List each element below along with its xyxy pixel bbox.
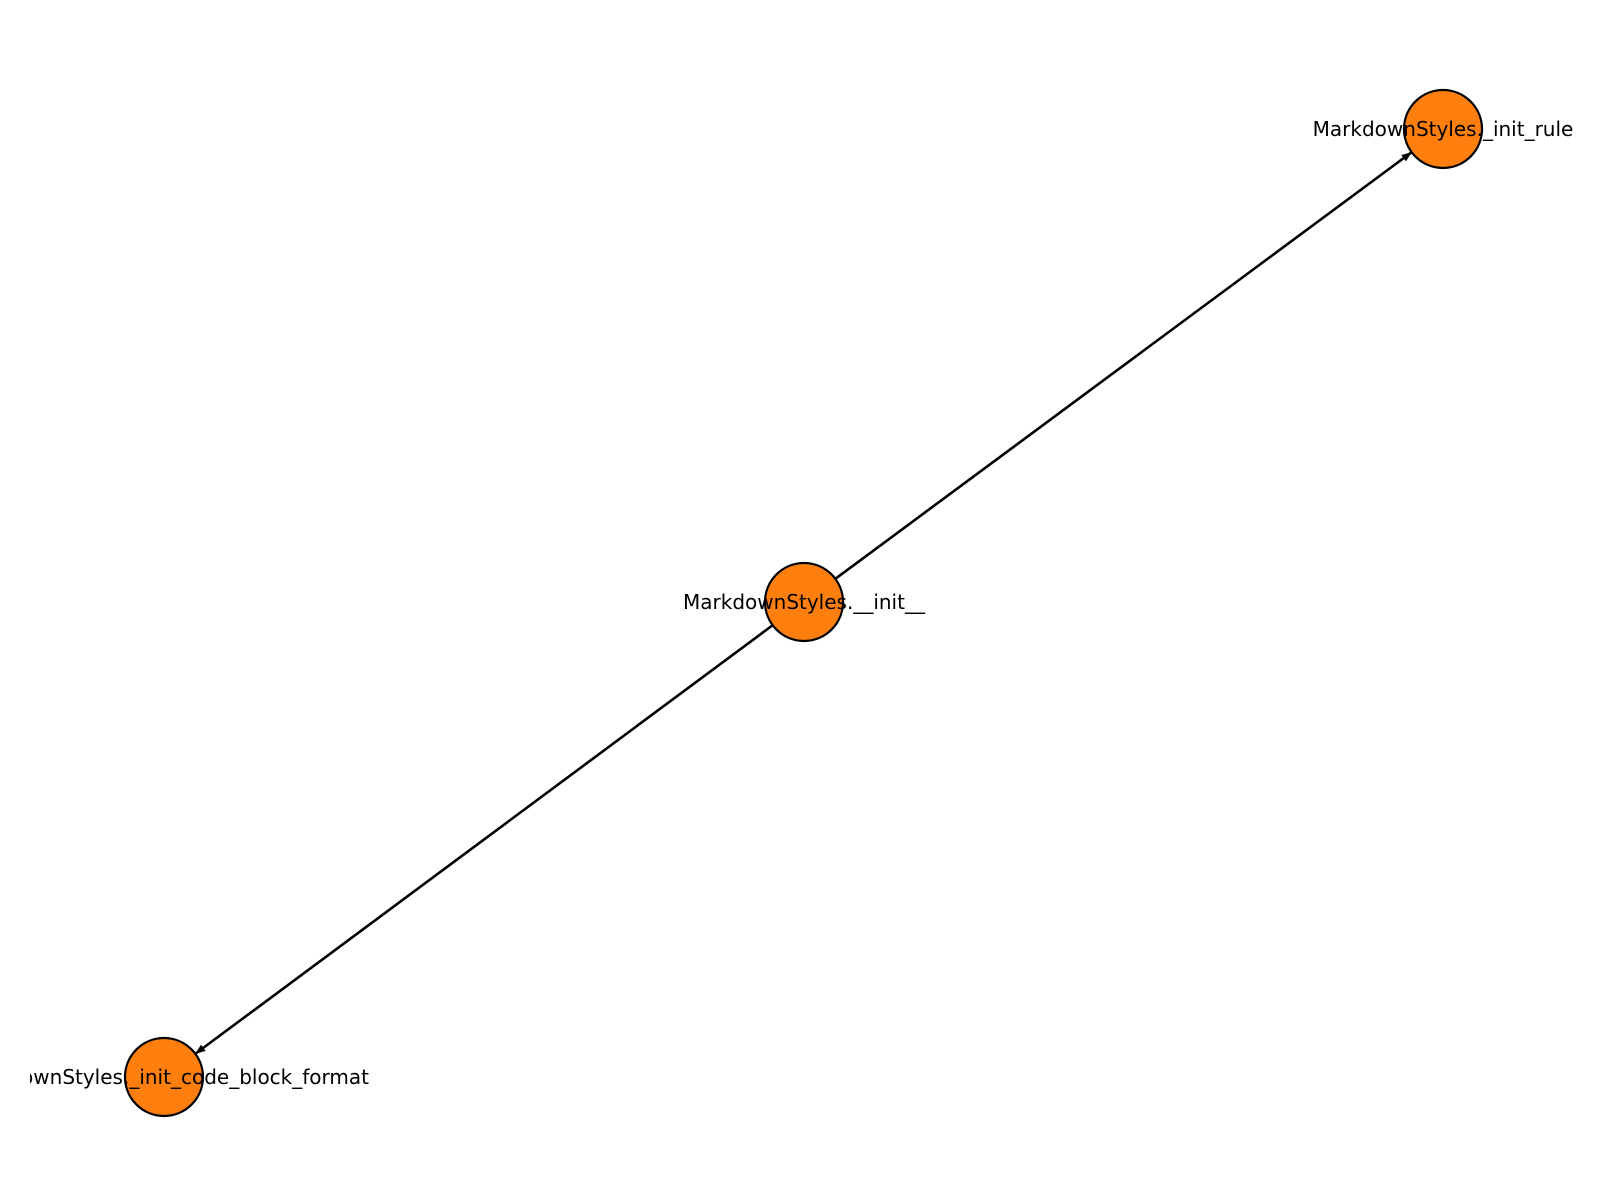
node-init [763, 561, 845, 643]
node-code [123, 1036, 205, 1118]
edge-init-to-code [194, 624, 774, 1055]
arrowhead-rule [1401, 152, 1412, 162]
node-label-init: MarkdownStyles.__init__ [683, 590, 926, 614]
node-rule [1402, 88, 1484, 170]
node-label-rule: MarkdownStyles._init_rule [1313, 117, 1574, 141]
arrowhead-code [195, 1044, 206, 1054]
node-label-code: MarkdownStyles._init_code_block_format [0, 1065, 369, 1089]
edge-init-to-rule [834, 151, 1413, 580]
